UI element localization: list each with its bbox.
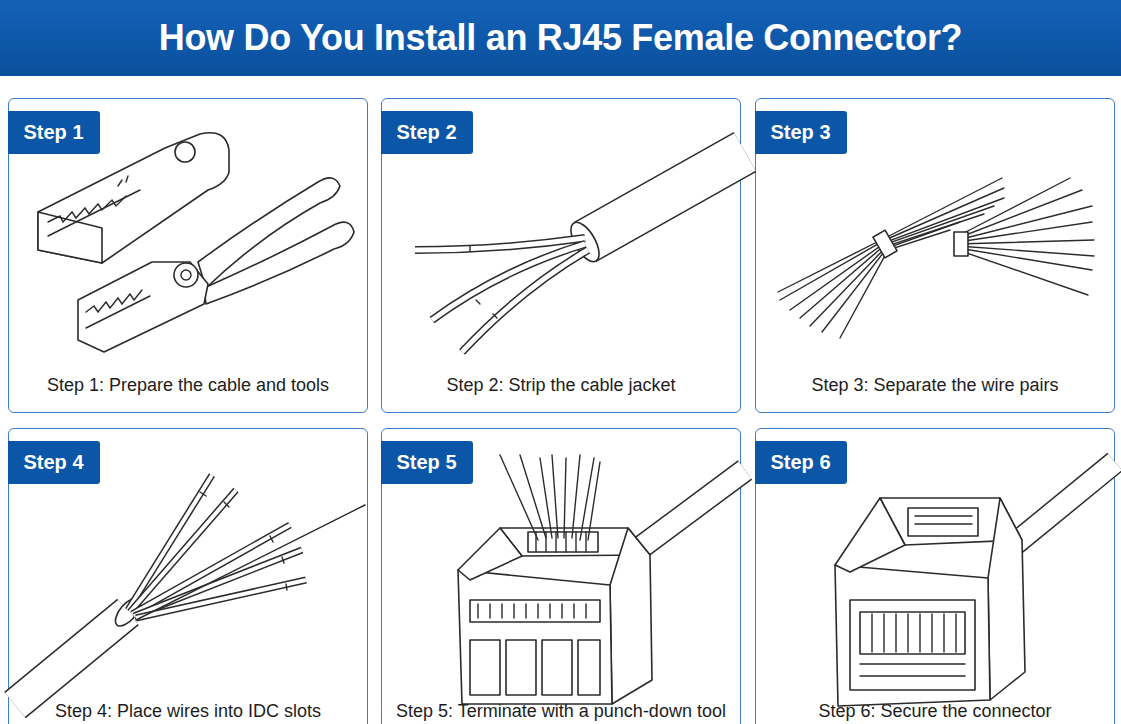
page-title: How Do You Install an RJ45 Female Connec… — [159, 17, 963, 59]
step-caption: Step 5: Terminate with a punch-down tool — [382, 701, 740, 722]
pliers — [78, 178, 354, 352]
step-caption: Step 3: Separate the wire pairs — [756, 375, 1114, 396]
step-caption: Step 4: Place wires into IDC slots — [9, 701, 367, 722]
step-panel: Step 1: Prepare the cable and tools Step … — [8, 98, 368, 413]
step-badge: Step 2 — [381, 111, 473, 154]
keystone-jack-open — [458, 455, 745, 704]
wire-stripper — [38, 133, 229, 263]
step-panel: Step 5: Terminate with a punch-down tool… — [381, 428, 741, 724]
step-caption: Step 6: Secure the connector — [756, 701, 1114, 722]
title-band: How Do You Install an RJ45 Female Connec… — [0, 0, 1121, 76]
step-badge: Step 4 — [8, 441, 100, 484]
step-panel: Step 6: Secure the connector Step 6 — [755, 428, 1115, 724]
step-panel: Step 2: Strip the cable jacket Step 2 — [381, 98, 741, 413]
step-badge: Step 5 — [381, 441, 473, 484]
step-panel: Step 4: Place wires into IDC slots Step 4 — [8, 428, 368, 724]
step-caption: Step 2: Strip the cable jacket — [382, 375, 740, 396]
keystone-jack-closed — [835, 462, 1115, 706]
wire-pairs — [778, 178, 1094, 338]
stripped-cable — [415, 152, 745, 352]
step-label: Step 6 — [770, 451, 830, 474]
fanned-wires — [15, 475, 365, 705]
step-badge: Step 3 — [755, 111, 847, 154]
step-caption: Step 1: Prepare the cable and tools — [9, 375, 367, 396]
step-badge: Step 1 — [8, 111, 100, 154]
step-panel: Step 3: Separate the wire pairs Step 3 — [755, 98, 1115, 413]
step-label: Step 1 — [23, 121, 83, 144]
step-label: Step 3 — [770, 121, 830, 144]
step-label: Step 5 — [396, 451, 456, 474]
step-label: Step 2 — [396, 121, 456, 144]
step-badge: Step 6 — [755, 441, 847, 484]
step-label: Step 4 — [23, 451, 83, 474]
